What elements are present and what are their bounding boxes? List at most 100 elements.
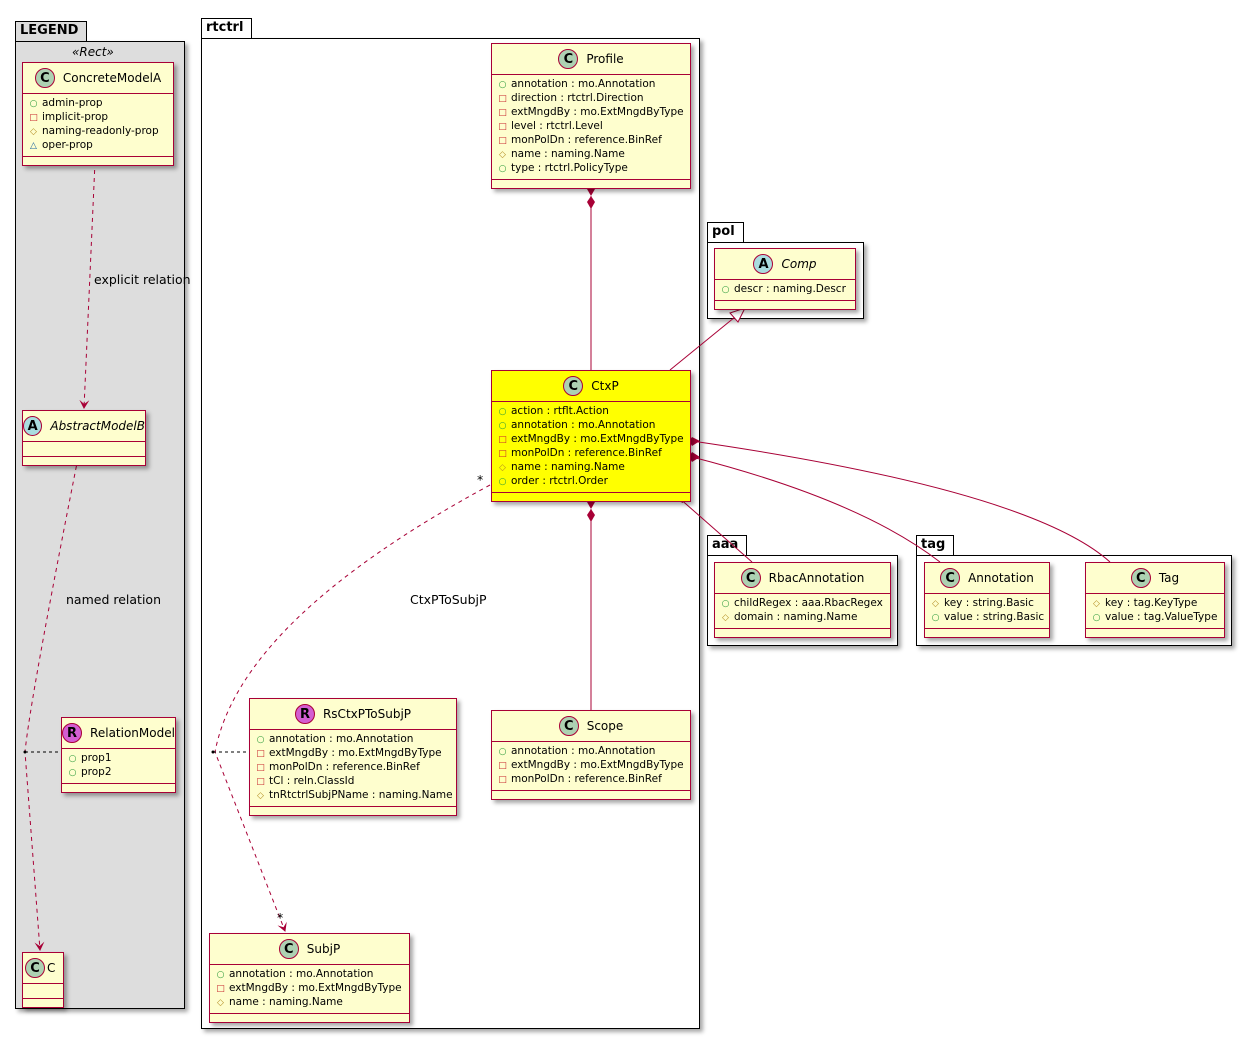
attribute: ◇ domain : naming.Name bbox=[721, 611, 884, 625]
methods-section bbox=[23, 999, 63, 1007]
visibility-icon: ○ bbox=[498, 80, 507, 90]
attribute-text: childRegex : aaa.RbacRegex bbox=[734, 597, 883, 609]
class-name: CtxP bbox=[591, 379, 619, 393]
attribute: △oper-prop bbox=[29, 139, 167, 153]
class-icon: C bbox=[940, 568, 961, 588]
ctxp-tag-composition bbox=[691, 440, 1111, 563]
attribute: □monPolDn : reference.BinRef bbox=[498, 447, 684, 461]
class-name: C bbox=[47, 961, 56, 975]
visibility-icon: ◇ bbox=[30, 127, 37, 137]
visibility-icon: ○ bbox=[1092, 613, 1101, 623]
package-rtctrl-tab: rtctrl bbox=[201, 18, 253, 38]
visibility-icon: ◇ bbox=[1093, 599, 1100, 609]
attribute-text: annotation : mo.Annotation bbox=[511, 745, 656, 757]
visibility-icon: □ bbox=[498, 122, 507, 132]
abstract-icon: A bbox=[753, 254, 774, 274]
visibility-icon: □ bbox=[256, 777, 265, 787]
attribute: ○annotation : mo.Annotation bbox=[498, 745, 684, 759]
attribute-text: extMngdBy : mo.ExtMngdByType bbox=[229, 982, 402, 994]
methods-section bbox=[23, 457, 145, 465]
methods-section bbox=[62, 784, 175, 792]
package-aaa bbox=[707, 555, 898, 646]
attribute: ○admin-prop bbox=[29, 97, 167, 111]
attribute: □monPolDn : reference.BinRef bbox=[498, 134, 684, 148]
attribute-text: monPolDn : reference.BinRef bbox=[269, 761, 420, 773]
attribute: ○annotation : mo.Annotation bbox=[498, 419, 684, 433]
explicit-relation-line bbox=[79, 161, 96, 409]
attribute-text: prop2 bbox=[81, 766, 112, 778]
attribute-text: level : rtctrl.Level bbox=[511, 120, 603, 132]
attribute-list: ◇key : tag.KeyType○value : tag.ValueType bbox=[1086, 594, 1224, 629]
attribute: ○childRegex : aaa.RbacRegex bbox=[721, 597, 884, 611]
attribute-list: ○admin-prop□implicit-prop◇naming-readonl… bbox=[23, 94, 173, 157]
ctxp-annotation-composition bbox=[691, 456, 941, 563]
visibility-icon: ○ bbox=[498, 477, 507, 487]
attribute-list: ○childRegex : aaa.RbacRegex ◇ domain : nam… bbox=[715, 594, 890, 629]
attribute: □implicit-prop bbox=[29, 111, 167, 125]
class-icon: C bbox=[558, 49, 579, 69]
class-name: RelationModel bbox=[90, 726, 175, 740]
attribute-text: name : naming.Name bbox=[511, 461, 625, 473]
attribute: □extMngdBy : mo.ExtMngdByType bbox=[498, 433, 684, 447]
ctxp-rbac-composition bbox=[677, 496, 753, 563]
attribute-text: tCl : reln.ClassId bbox=[269, 775, 355, 787]
attribute: ○order : rtctrl.Order bbox=[498, 475, 684, 489]
attribute: □ extMngdBy : mo.ExtMngdByType bbox=[216, 982, 403, 996]
attribute-text: domain : naming.Name bbox=[734, 611, 858, 623]
attribute-text: annotation : mo.Annotation bbox=[269, 733, 414, 745]
visibility-icon: ○ bbox=[721, 285, 730, 295]
visibility-icon: □ bbox=[498, 449, 507, 459]
attribute: ◇name : naming.Name bbox=[498, 148, 684, 162]
attribute-text: direction : rtctrl.Direction bbox=[511, 92, 644, 104]
visibility-icon: ○ bbox=[931, 613, 940, 623]
attribute-list: ○ annotation : mo.Annotation □ direction : … bbox=[492, 75, 690, 180]
class-name: AbstractModelB bbox=[50, 419, 145, 433]
class-ctxp[interactable]: C CtxP ○ action : rtflt.Action ○annotation :… bbox=[491, 370, 691, 502]
visibility-icon: ○ bbox=[256, 735, 265, 745]
generalization-arrowhead bbox=[729, 307, 746, 323]
attribute: ○prop1 bbox=[68, 752, 169, 766]
methods-section bbox=[250, 807, 456, 815]
attribute-text: value : string.Basic bbox=[944, 611, 1045, 623]
class-icon: C bbox=[563, 376, 584, 396]
attribute-text: action : rtflt.Action bbox=[511, 405, 609, 417]
attribute: □ tCl : reln.ClassId bbox=[256, 775, 450, 789]
attribute-text: extMngdBy : mo.ExtMngdByType bbox=[511, 106, 684, 118]
package-legend-tab: LEGEND bbox=[15, 21, 88, 41]
class-icon: C bbox=[278, 939, 299, 959]
attribute-text: annotation : mo.Annotation bbox=[511, 78, 656, 90]
visibility-icon: □ bbox=[29, 113, 38, 123]
attribute-list bbox=[23, 442, 145, 457]
attribute-list bbox=[23, 984, 63, 999]
attribute-text: tnRtctrlSubjPName : naming.Name bbox=[269, 789, 453, 801]
attribute: ◇name : naming.Name bbox=[498, 461, 684, 475]
visibility-icon: □ bbox=[216, 984, 225, 994]
attribute-text: oper-prop bbox=[42, 139, 93, 151]
class-name: RbacAnnotation bbox=[768, 571, 865, 585]
attribute: □extMngdBy : mo.ExtMngdByType bbox=[498, 759, 684, 773]
attribute: ○value : tag.ValueType bbox=[1092, 611, 1218, 625]
visibility-icon: □ bbox=[498, 136, 507, 146]
visibility-icon: ○ bbox=[498, 407, 507, 417]
attribute-text: admin-prop bbox=[42, 97, 103, 109]
class-name: Scope bbox=[586, 719, 624, 733]
visibility-icon: ◇ bbox=[722, 613, 729, 623]
multiplicity-target: * bbox=[277, 910, 284, 925]
